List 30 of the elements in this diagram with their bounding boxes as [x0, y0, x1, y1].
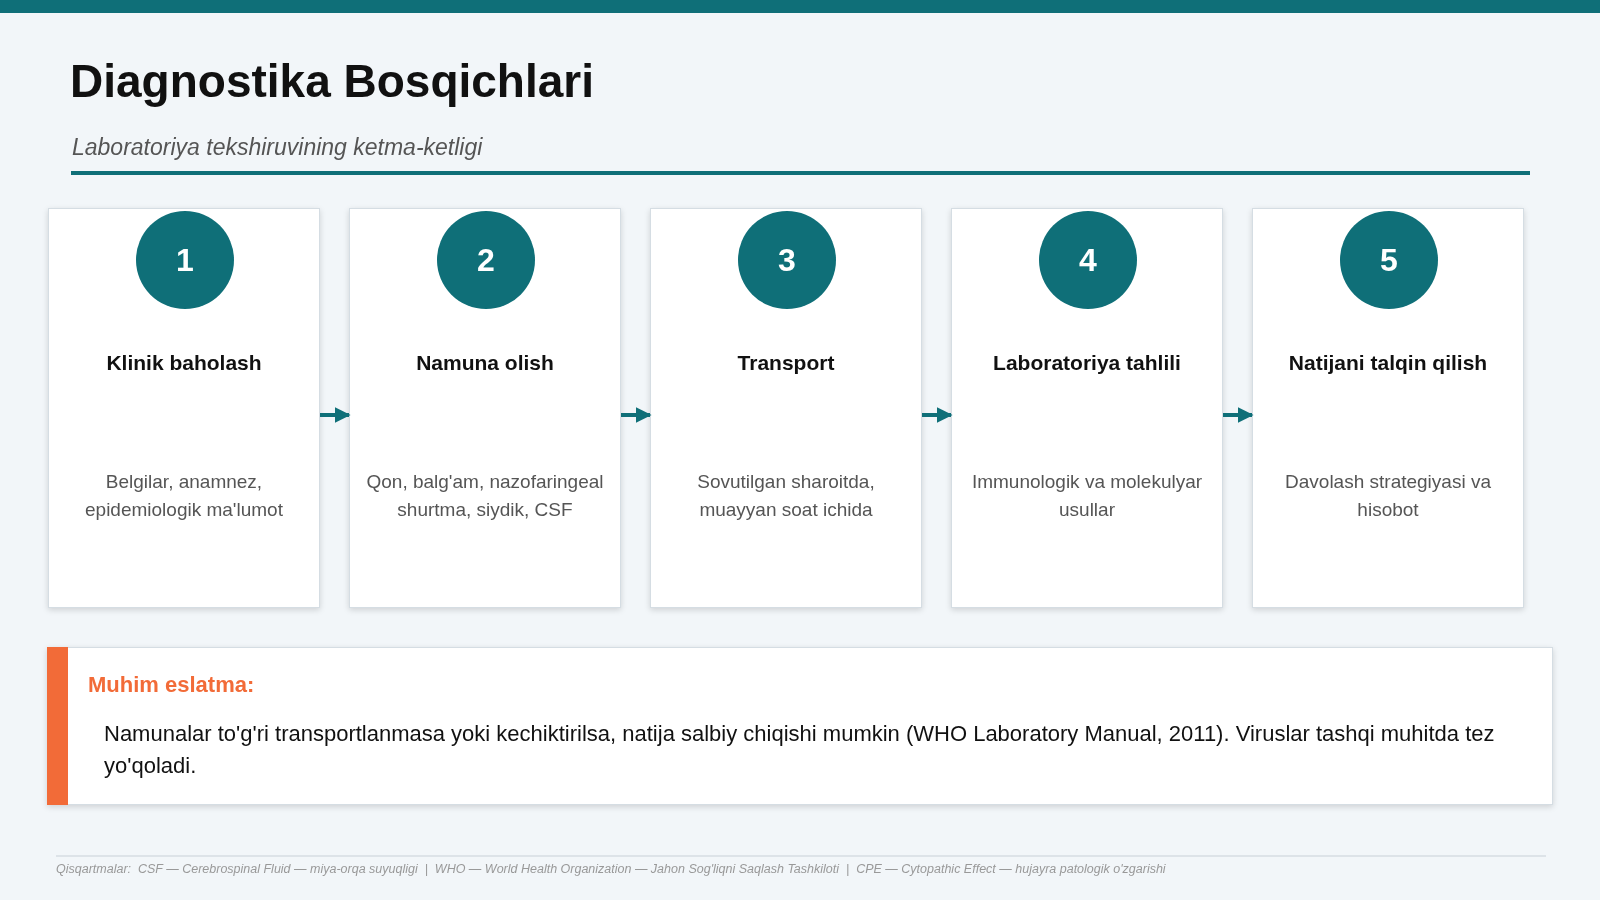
step-card: [1252, 208, 1524, 608]
step-number-circle: 4: [1039, 211, 1137, 309]
step-description: Immunologik va molekulyar usullar: [970, 470, 1204, 522]
step-number-circle: 1: [136, 211, 234, 309]
note-heading: Muhim eslatma:: [88, 672, 255, 698]
step-number-circle: 5: [1340, 211, 1438, 309]
step-description: Belgilar, anamnez, epidemiologik ma'lumot: [84, 470, 284, 522]
step-title: Natijani talqin qilish: [1287, 351, 1489, 375]
step-title: Namuna olish: [415, 351, 555, 375]
step-description: Sovutilgan sharoitda, muayyan soat ichida: [696, 470, 876, 522]
step-card: [349, 208, 621, 608]
arrow: [320, 407, 351, 423]
arrow: [621, 407, 652, 423]
title: Diagnostika Bosqichlari: [70, 54, 594, 108]
footnote: Qisqartmalar: CSF — Cerebrospinal Fluid — miya-orqa suyuqligi | WHO — World Health Organization — Jahon Sog'liqni Saqlash Tashkiloti | CPE — Cytopathic Effect — hujayra patologik o'zgarishi: [56, 862, 1166, 876]
arrow: [922, 407, 953, 423]
step-description: Davolash strategiyasi va hisobot: [1284, 470, 1492, 522]
note-text: Namunalar to'g'ri transportlanmasa yoki kechiktirilsa, natija salbiy chiqishi mumkin (WHO Laboratory Manual, 2011). Viruslar tashqi muhitda tez yo'qoladi.: [104, 720, 1496, 780]
note-panel: [47, 647, 1553, 805]
step-card: [48, 208, 320, 608]
step-card: [951, 208, 1223, 608]
arrow: [1223, 407, 1254, 423]
step-title: Laboratoriya tahlili: [992, 351, 1182, 375]
subtitle: Laboratoriya tekshiruvining ketma-ketligi: [72, 134, 483, 161]
step-description: Qon, balg'am, nazofaringeal shurtma, siydik, CSF: [365, 470, 605, 522]
step-title: Transport: [736, 351, 836, 375]
step-card: [650, 208, 922, 608]
step-title: Klinik baholash: [105, 351, 263, 375]
step-number-circle: 2: [437, 211, 535, 309]
step-number-circle: 3: [738, 211, 836, 309]
